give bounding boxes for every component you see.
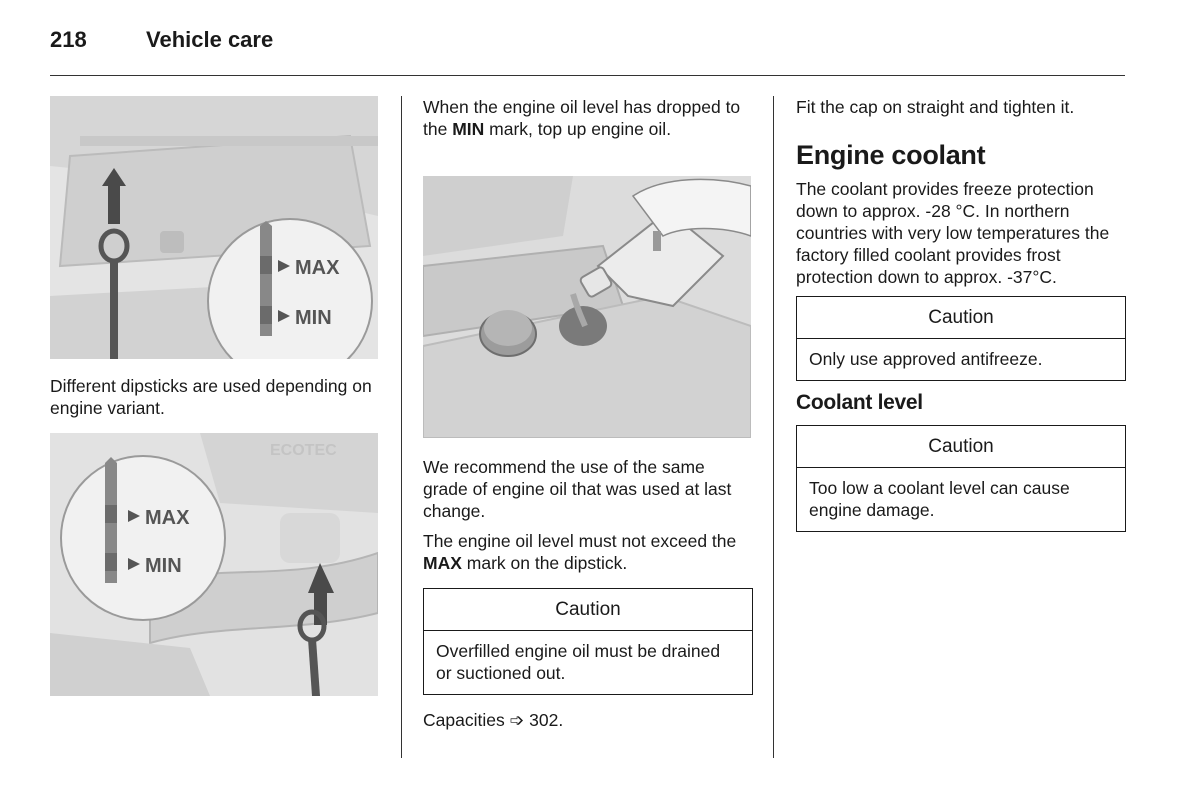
max-mark-bold: MAX [423, 553, 462, 573]
middle-column-top: When the engine oil level has dropped to… [423, 96, 753, 148]
topup-text-2: mark, top up engine oil. [484, 119, 672, 139]
header-rule [50, 75, 1125, 76]
dipstick-illustration-1: MAX MIN [50, 96, 378, 359]
fit-cap-paragraph: Fit the cap on straight and tighten it. [796, 97, 1075, 117]
left-column-text: Different dipsticks are used depending o… [50, 375, 380, 427]
section-title: Vehicle care [146, 27, 274, 52]
page-number: 218 [50, 27, 87, 52]
xref-arrow-icon: ➩ [509, 710, 525, 730]
topup-text-1: When the engine oil level has dropped to… [423, 97, 741, 139]
coolant-description: The coolant provides freeze protection d… [796, 179, 1110, 287]
caution-title: Caution [797, 426, 1125, 468]
right-column: Fit the cap on straight and tighten it. … [796, 96, 1126, 542]
dipstick-max-label: MAX [295, 257, 340, 279]
caution-body: Too low a coolant level can cause engine… [809, 478, 1070, 520]
xref-label[interactable]: Capacities [423, 710, 505, 730]
topup-paragraph: When the engine oil level has dropped to… [423, 96, 753, 140]
max-limit-paragraph: The engine oil level must not exceed the… [423, 530, 753, 574]
xref-page-number[interactable]: 302. [524, 710, 564, 730]
oil-filling-illustration [423, 176, 751, 438]
caution-body: Overfilled engine oil must be drained or… [436, 641, 721, 683]
engine-coolant-heading: Engine coolant [796, 140, 986, 170]
page-header: 218 Vehicle care [50, 27, 273, 53]
dipstick-caption: Different dipsticks are used depending o… [50, 376, 372, 418]
caution-title: Caution [797, 297, 1125, 339]
caution-body: Only use approved antifreeze. [809, 349, 1043, 369]
dipstick2-min-label: MIN [145, 555, 182, 577]
caution-box-oil: Caution Overfilled engine oil must be dr… [423, 588, 753, 695]
capacities-xref[interactable]: Capacities ➩ 302. [423, 709, 753, 731]
engine-cover-mark: ECOTEC [270, 442, 337, 459]
max-text-1: The engine oil level must not exceed the [423, 531, 737, 551]
oil-filling-figure [423, 176, 751, 438]
column-divider-left [401, 96, 402, 758]
recommend-paragraph: We recommend the use of the same grade o… [423, 457, 732, 521]
dipstick2-max-label: MAX [145, 507, 190, 529]
min-mark-bold: MIN [452, 119, 485, 139]
dipstick-figure-2: ECOTEC MAX MIN [50, 433, 378, 696]
caution-box-coolant-level: Caution Too low a coolant level can caus… [796, 425, 1126, 532]
caution-title: Caution [424, 589, 752, 631]
dipstick-figure-1: MAX MIN [50, 96, 378, 359]
dipstick-illustration-2: ECOTEC MAX MIN [50, 433, 378, 696]
middle-column-bottom: We recommend the use of the same grade o… [423, 456, 753, 739]
coolant-level-heading: Coolant level [796, 391, 923, 414]
max-text-2: mark on the dipstick. [461, 553, 628, 573]
column-divider-right [773, 96, 774, 758]
caution-box-antifreeze: Caution Only use approved antifreeze. [796, 296, 1126, 381]
dipstick-min-label: MIN [295, 307, 332, 329]
